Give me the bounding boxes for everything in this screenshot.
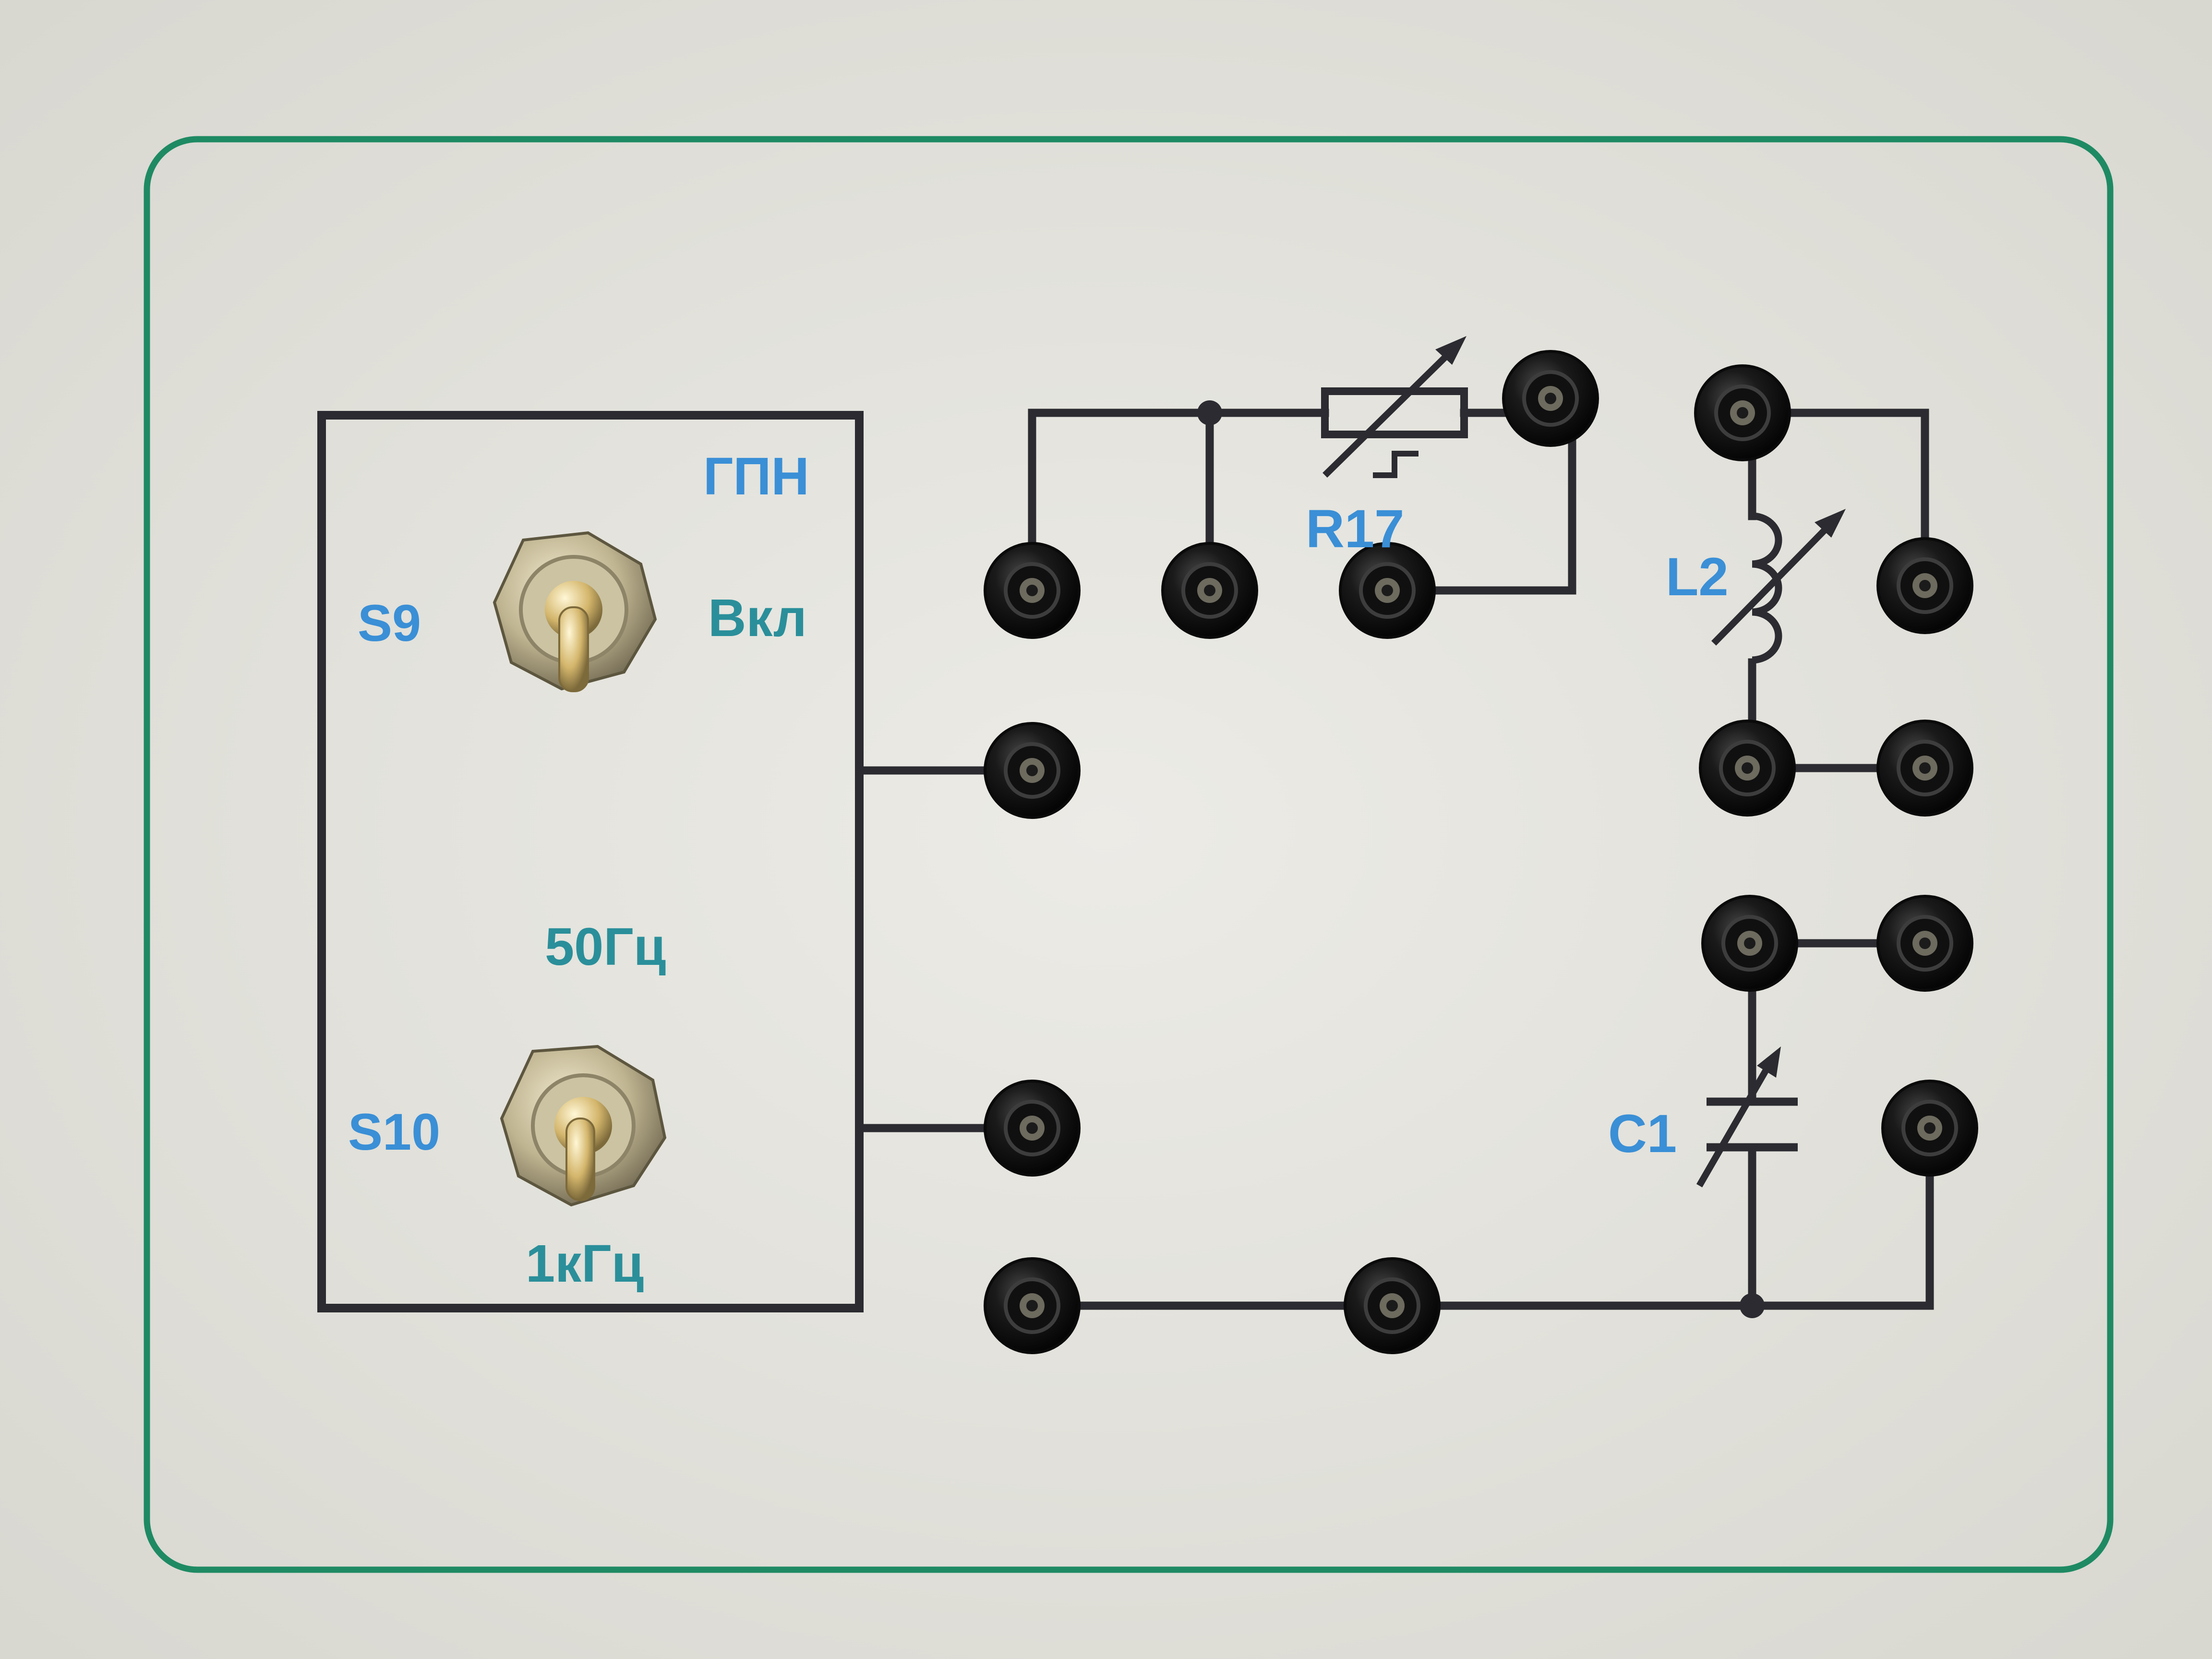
capacitor-c1	[1696, 1046, 1798, 1188]
banana-socket[interactable]	[1699, 720, 1796, 817]
banana-socket[interactable]	[984, 1257, 1081, 1354]
resistor-r17-label: R17	[1306, 499, 1404, 559]
banana-socket[interactable]	[1876, 720, 1973, 817]
resistor-r17	[1321, 336, 1468, 478]
freq-50hz-label: 50Гц	[545, 917, 666, 976]
inductor-l2	[1711, 509, 1846, 664]
toggle-switch-s10[interactable]	[500, 1045, 667, 1207]
banana-socket[interactable]	[1161, 542, 1258, 639]
socket-group	[984, 350, 1978, 1354]
switch-s10-label: S10	[348, 1103, 440, 1161]
toggle-switch-s9[interactable]	[493, 531, 657, 692]
banana-socket[interactable]	[1876, 537, 1973, 634]
inductor-l2-label: L2	[1666, 547, 1729, 607]
generator-label: ГПН	[703, 447, 809, 506]
banana-socket[interactable]	[984, 542, 1081, 639]
lever-s9[interactable]	[558, 606, 589, 692]
banana-socket[interactable]	[1339, 542, 1436, 639]
banana-socket[interactable]	[1876, 895, 1973, 992]
banana-socket[interactable]	[984, 1080, 1081, 1177]
switch-s9-label: S9	[358, 594, 421, 652]
banana-socket[interactable]	[1701, 895, 1798, 992]
capacitor-c1-label: C1	[1608, 1104, 1677, 1164]
freq-1khz-label: 1кГц	[526, 1234, 644, 1293]
lever-s10[interactable]	[565, 1118, 595, 1201]
banana-socket[interactable]	[984, 722, 1081, 819]
banana-socket[interactable]	[1694, 364, 1791, 461]
banana-socket[interactable]	[1502, 350, 1599, 447]
banana-socket[interactable]	[1344, 1257, 1441, 1354]
outer-frame	[144, 136, 2114, 1573]
generator-block	[317, 411, 864, 1312]
on-label: Вкл	[708, 589, 807, 648]
banana-socket[interactable]	[1881, 1080, 1978, 1177]
junction-dots	[1197, 400, 1765, 1318]
